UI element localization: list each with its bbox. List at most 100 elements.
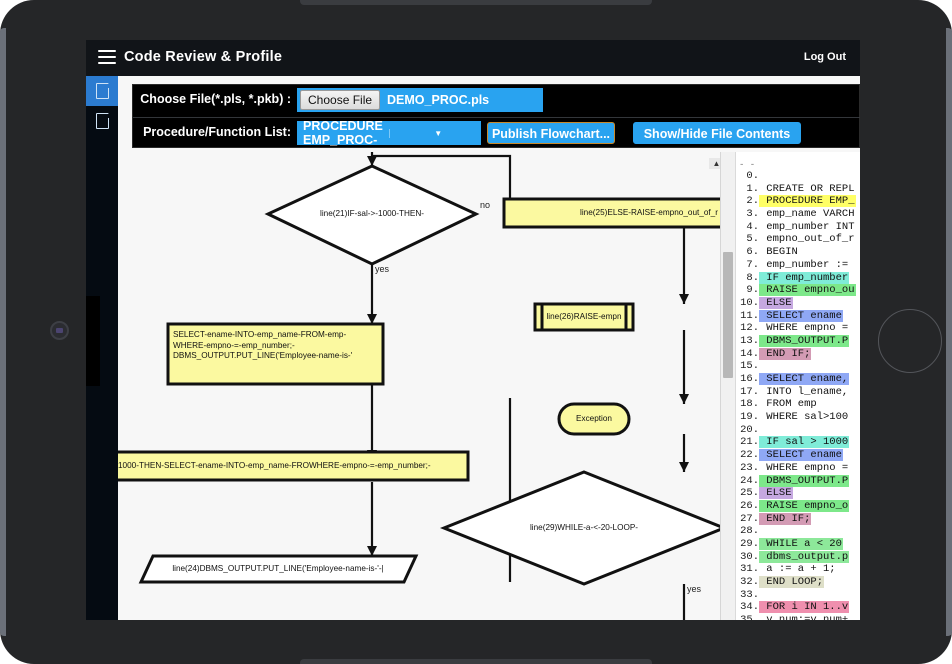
procedure-list-label: Procedure/Function List:: [143, 125, 291, 139]
code-line: 34. FOR i IN 1..v: [737, 601, 860, 614]
procedure-select-dropdown[interactable]: PROCEDURE EMP_PROC- ▼: [297, 119, 482, 147]
code-line-text: empno_out_of_r: [760, 233, 855, 246]
code-line-text: DBMS_OUTPUT.P: [759, 474, 850, 487]
code-line-number: 35.: [737, 614, 759, 620]
code-line-text: a := a + 1;: [760, 563, 836, 576]
code-line: 15.: [737, 360, 860, 373]
device-side-button[interactable]: [50, 321, 69, 340]
code-line-text: WHERE empno =: [760, 322, 849, 335]
flowchart-svg: [118, 152, 720, 620]
device-home-button[interactable]: [878, 309, 942, 373]
code-ellipsis: - -: [739, 160, 756, 170]
code-line-text: DBMS_OUTPUT.P: [759, 334, 850, 347]
code-line: 5. empno_out_of_r: [737, 233, 860, 246]
code-line-number: 22.: [740, 449, 759, 462]
procedure-selected-value: PROCEDURE EMP_PROC-: [303, 119, 383, 147]
code-line-text: v_num:=v_num+: [759, 614, 849, 620]
code-line-text: emp_number :=: [760, 258, 849, 271]
publish-flowchart-button[interactable]: Publish Flowchart...: [487, 122, 615, 144]
choose-file-label: Choose File(*.pls, *.pkb) :: [140, 92, 291, 106]
workspace: line(21)IF-sal->-1000-THEN- line(25)ELSE…: [118, 152, 860, 620]
code-line-text: SELECT ename: [759, 449, 843, 462]
code-line-number: 0.: [746, 170, 759, 182]
code-line-text: INTO l_ename,: [760, 385, 849, 398]
code-line-number: 10.: [740, 296, 759, 309]
code-line-text: END LOOP;: [759, 576, 825, 588]
process-1000-then-select-shape[interactable]: [118, 450, 470, 482]
code-scrollbar[interactable]: [721, 152, 736, 620]
code-line: 30. dbms_output.p: [737, 550, 860, 564]
show-hide-file-contents-button[interactable]: Show/Hide File Contents: [633, 122, 801, 144]
code-line-number: 25.: [740, 487, 759, 500]
code-line-text: IF sal > 1000: [759, 436, 850, 449]
chevron-down-icon: ▼: [388, 128, 482, 138]
file-input-field[interactable]: Choose File DEMO_PROC.pls: [297, 88, 543, 112]
process-else-raise-shape[interactable]: [502, 197, 720, 229]
canvas-scroll-up-icon[interactable]: ▲: [709, 158, 720, 169]
edge-label-no: no: [480, 200, 491, 210]
code-line-text: emp_name VARCH: [760, 208, 855, 221]
toolbar-row-file: Choose File(*.pls, *.pkb) : Choose File …: [133, 85, 860, 116]
process-select-ename-shape[interactable]: [166, 322, 385, 386]
code-line-text: [759, 589, 767, 601]
decision-while-loop-shape[interactable]: [439, 470, 720, 586]
code-line-text: [759, 170, 767, 182]
flowchart-canvas[interactable]: line(21)IF-sal->-1000-THEN- line(25)ELSE…: [118, 152, 720, 620]
code-line-number: 7.: [746, 258, 759, 271]
code-line-number: 26.: [740, 499, 759, 512]
code-line-number: 32.: [740, 576, 759, 588]
code-line-number: 29.: [740, 537, 759, 550]
code-line-text: WHERE sal>100: [760, 411, 849, 424]
code-line-text: emp_number INT: [760, 220, 855, 233]
choose-file-button[interactable]: Choose File: [300, 90, 381, 110]
logout-button[interactable]: Log Out: [803, 51, 846, 63]
code-line: 6. BEGIN: [737, 246, 860, 259]
code-line-number: 28.: [740, 525, 759, 538]
code-line: 21. IF sal > 1000: [737, 436, 860, 449]
subroutine-raise-empn-shape[interactable]: [533, 302, 635, 332]
code-line: 8. IF emp_number: [737, 271, 860, 285]
main-content: Choose File(*.pls, *.pkb) : Choose File …: [118, 76, 860, 620]
code-line-text: END IF;: [759, 347, 812, 360]
code-line-number: 15.: [740, 360, 759, 373]
tablet-screen: Code Review & Profile Log Out Choose Fil…: [86, 40, 860, 620]
code-line: 20.: [737, 424, 860, 437]
edge-label-yes-top: yes: [375, 264, 390, 274]
code-line: 24. DBMS_OUTPUT.P: [737, 474, 860, 488]
code-line: 22. SELECT ename: [737, 449, 860, 462]
code-line-text: WHERE empno =: [760, 461, 849, 474]
code-line: 25. ELSE: [737, 487, 860, 500]
code-line-number: 16.: [740, 373, 759, 385]
code-scrollbar-thumb[interactable]: [723, 252, 733, 378]
code-line-number: 13.: [740, 334, 759, 347]
file-toolbar: Choose File(*.pls, *.pkb) : Choose File …: [132, 84, 860, 148]
code-line-text: END IF;: [759, 512, 812, 525]
code-line: 2. PROCEDURE EMP_: [737, 195, 860, 208]
code-line-number: 30.: [740, 550, 759, 563]
document-icon: [96, 82, 110, 99]
code-line: 4. emp_number INT: [737, 221, 860, 234]
code-line: 29. WHILE a < 20: [737, 537, 860, 551]
code-line-number: 4.: [746, 220, 759, 233]
code-line: 14. END IF;: [737, 347, 860, 361]
selected-file-name: DEMO_PROC.pls: [387, 93, 490, 107]
code-line-text: RAISE empno_ou: [759, 284, 856, 297]
code-line-number: 21.: [740, 436, 759, 449]
toolbar-row-procedure: Procedure/Function List: PROCEDURE EMP_P…: [133, 117, 860, 149]
code-line: 7. emp_number :=: [737, 259, 860, 272]
sidebar-item-document-1[interactable]: [86, 76, 118, 106]
decision-if-sal-shape[interactable]: [264, 164, 480, 266]
code-line-number: 20.: [740, 423, 759, 436]
terminator-exception-shape[interactable]: [557, 402, 631, 436]
hamburger-menu-icon[interactable]: [98, 50, 116, 64]
sidebar-item-document-2[interactable]: [86, 106, 118, 136]
code-line-number: 17.: [740, 385, 759, 398]
code-line-text: RAISE empno_o: [759, 499, 850, 512]
code-line: 35. v_num:=v_num+: [737, 614, 860, 620]
document-icon: [96, 112, 110, 129]
io-dbms-output-shape[interactable]: [138, 554, 419, 584]
code-line-text: ELSE: [759, 487, 793, 500]
